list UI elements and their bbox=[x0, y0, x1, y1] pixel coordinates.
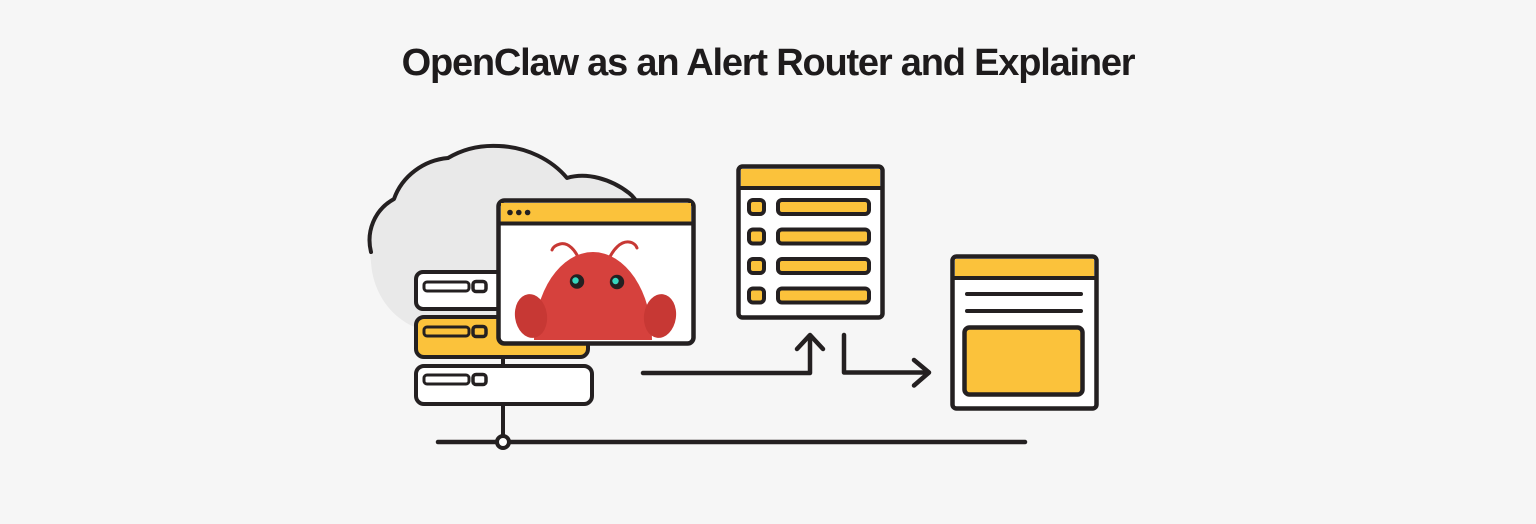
server-led-chip bbox=[471, 279, 488, 294]
server-slot-bar bbox=[422, 373, 471, 386]
server-led-chip bbox=[471, 324, 488, 339]
cloud-outline bbox=[367, 143, 642, 254]
panel-header bbox=[955, 259, 1094, 276]
window-titlebar bbox=[501, 203, 691, 222]
alert-row bbox=[747, 257, 871, 275]
arrow-up-icon bbox=[640, 332, 826, 376]
mascot-head bbox=[534, 252, 652, 340]
server-slot-bar bbox=[422, 325, 471, 338]
highlight-block bbox=[962, 325, 1085, 397]
window-dots-icon bbox=[507, 209, 531, 216]
network-node bbox=[495, 434, 511, 450]
mascot-eye-left bbox=[569, 274, 585, 289]
server-led-chip bbox=[471, 372, 488, 387]
mascot-arm-left bbox=[514, 294, 548, 338]
mascot-antenna-left bbox=[550, 242, 582, 264]
server-slot-bar bbox=[422, 280, 471, 293]
explainer-panel-icon bbox=[950, 254, 1099, 411]
alert-row bbox=[747, 227, 871, 246]
mascot-antenna-right bbox=[606, 240, 639, 263]
panel-header bbox=[741, 169, 880, 186]
mascot-eye-right bbox=[609, 274, 625, 290]
diagram-title: OpenClaw as an Alert Router and Explaine… bbox=[401, 42, 1136, 84]
network-bus-line bbox=[435, 434, 1028, 450]
alert-row bbox=[747, 286, 871, 305]
server-row bbox=[414, 364, 594, 406]
alert-list-icon bbox=[736, 164, 885, 320]
openclaw-browser-window bbox=[496, 198, 696, 346]
arrow-right-icon bbox=[841, 332, 932, 388]
mascot-arm-right bbox=[643, 294, 677, 338]
alert-row bbox=[747, 198, 871, 216]
openclaw-mascot-icon bbox=[514, 240, 677, 340]
